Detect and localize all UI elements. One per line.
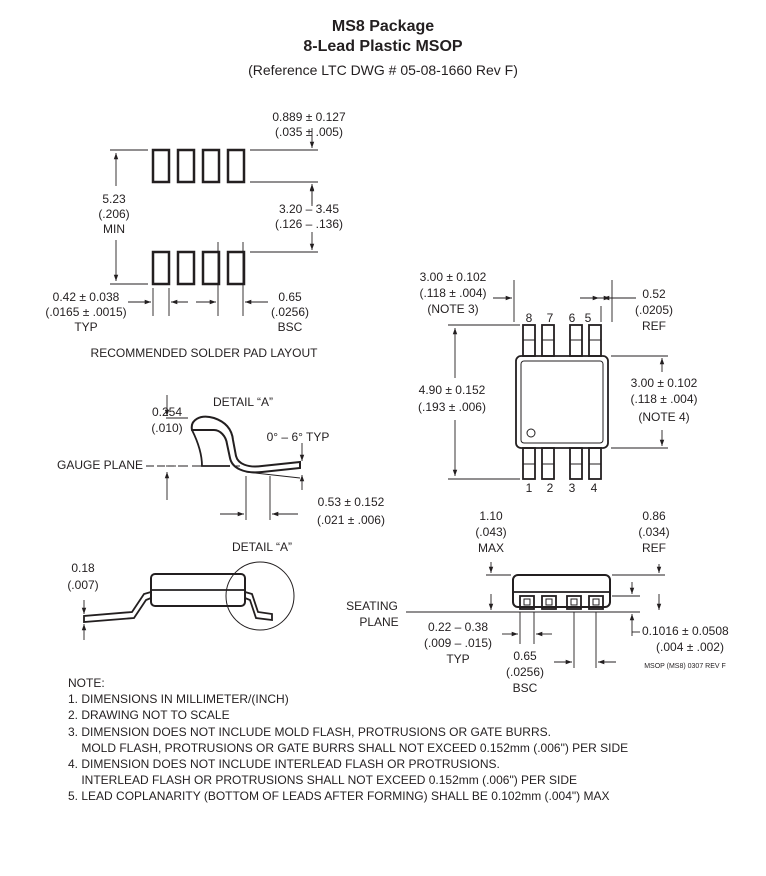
lead-width-in: (.009 – .015)	[424, 636, 492, 650]
max-height-mm: 1.10	[479, 509, 503, 523]
pad-span-mm: 5.23	[102, 192, 126, 206]
max-height-note: MAX	[478, 541, 504, 555]
solder-pad-layout: 0.889 ± 0.127 (.035 ± .005) 5.23 (.206) …	[45, 110, 346, 360]
note-line: 1. DIMENSIONS IN MILLIMETER/(INCH)	[68, 692, 289, 707]
gauge-plane-label: GAUGE PLANE	[57, 458, 143, 472]
standoff-ref-note: REF	[642, 541, 666, 555]
detail-thickness-in: (.010)	[151, 421, 182, 435]
package-subtitle: 8-Lead Plastic MSOP	[303, 38, 463, 55]
note-line: 5. LEAD COPLANARITY (BOTTOM OF LEADS AFT…	[68, 789, 610, 804]
notes-heading: NOTE:	[68, 676, 105, 690]
lead-thickness-mm: 0.18	[71, 561, 95, 575]
lead-pitch-mm: 0.65	[513, 649, 537, 663]
max-height-in: (.043)	[475, 525, 506, 539]
pin-number: 1	[526, 481, 533, 495]
pad-gap-mm: 3.20 – 3.45	[279, 202, 339, 216]
front-view: 1.10 (.043) MAX 0.86 (.034) REF SEATING …	[346, 509, 729, 695]
solder-pads-top	[151, 148, 246, 184]
pad-span-note: MIN	[103, 222, 125, 236]
lead-ref-note: REF	[642, 319, 666, 333]
standoff-ref-mm: 0.86	[642, 509, 666, 523]
detail-a-label: DETAIL “A”	[213, 395, 273, 409]
note-line: MOLD FLASH, PROTRUSIONS OR GATE BURRS SH…	[68, 740, 629, 755]
solder-pads-bottom	[151, 250, 246, 286]
pin-number: 2	[547, 481, 554, 495]
pin-number: 5	[585, 311, 592, 325]
top-length-in: (.193 ± .006)	[418, 400, 486, 414]
lead-ref-mm: 0.52	[642, 287, 666, 301]
lead-pitch-note: BSC	[513, 681, 538, 695]
pad-length-in: (.035 ± .005)	[275, 125, 343, 139]
lead-ref-in: (.0205)	[635, 303, 673, 317]
pad-length-mm: 0.889 ± 0.127	[272, 110, 346, 124]
note-line: 4. DIMENSION DOES NOT INCLUDE INTERLEAD …	[68, 757, 500, 772]
pad-span-in: (.206)	[98, 207, 129, 221]
standoff-mm: 0.1016 ± 0.0508	[642, 624, 729, 638]
pad-pitch-in: (.0256)	[271, 305, 309, 319]
pin-number: 7	[547, 311, 554, 325]
seating-plane-label: PLANE	[359, 615, 398, 629]
pin-number: 3	[569, 481, 576, 495]
note-line: 2. DRAWING NOT TO SCALE	[68, 708, 230, 723]
pad-pitch-mm: 0.65	[278, 290, 302, 304]
top-view: 3.00 ± 0.102 (.118 ± .004) (NOTE 3) 0.52…	[418, 270, 698, 495]
side-view: DETAIL “A” 0.18 (.007)	[67, 540, 295, 640]
foot-length-mm: 0.53 ± 0.152	[318, 495, 385, 509]
detail-a-view: DETAIL “A” 0.254 (.010) 0° – 6° TYP GAUG…	[57, 395, 385, 527]
solder-pad-caption: RECOMMENDED SOLDER PAD LAYOUT	[91, 346, 319, 360]
lead-angle: 0° – 6° TYP	[267, 430, 330, 444]
standoff-ref-in: (.034)	[638, 525, 669, 539]
side-detail-label: DETAIL “A”	[232, 540, 292, 554]
lead-thickness-in: (.007)	[67, 578, 98, 592]
drawing-reference: (Reference LTC DWG # 05-08-1660 Rev F)	[248, 62, 518, 78]
package-title: MS8 Package	[331, 18, 435, 35]
pad-width-mm: 0.42 ± 0.038	[53, 290, 120, 304]
lead-width-mm: 0.22 – 0.38	[428, 620, 488, 634]
pad-gap-in: (.126 – .136)	[275, 217, 343, 231]
pad-width-note: TYP	[74, 320, 97, 334]
top-length-mm: 4.90 ± 0.152	[419, 383, 486, 397]
seating-plane-label: SEATING	[346, 599, 398, 613]
pin-number: 8	[526, 311, 533, 325]
pin-number: 6	[569, 311, 576, 325]
top-width-in: (.118 ± .004)	[419, 286, 486, 300]
lead-width-note: TYP	[446, 652, 469, 666]
notes-block: NOTE: 1. DIMENSIONS IN MILLIMETER/(INCH)…	[68, 675, 628, 805]
pad-pitch-note: BSC	[278, 320, 303, 334]
body-width-in: (.118 ± .004)	[630, 392, 697, 406]
standoff-in: (.004 ± .002)	[656, 640, 724, 654]
note-line: 3. DIMENSION DOES NOT INCLUDE MOLD FLASH…	[68, 724, 551, 739]
pin-number: 4	[591, 481, 598, 495]
top-width-note: (NOTE 3)	[427, 302, 478, 316]
detail-thickness-mm: 0.254	[152, 405, 182, 419]
lead-pitch-in: (.0256)	[506, 665, 544, 679]
pad-width-in: (.0165 ± .0015)	[45, 305, 126, 319]
note-line: INTERLEAD FLASH OR PROTRUSIONS SHALL NOT…	[68, 773, 578, 788]
body-width-note: (NOTE 4)	[638, 410, 689, 424]
top-width-mm: 3.00 ± 0.102	[420, 270, 487, 284]
foot-length-in: (.021 ± .006)	[317, 513, 385, 527]
body-width-mm: 3.00 ± 0.102	[631, 376, 698, 390]
drawing-code: MSOP (MS8) 0307 REV F	[644, 663, 726, 670]
